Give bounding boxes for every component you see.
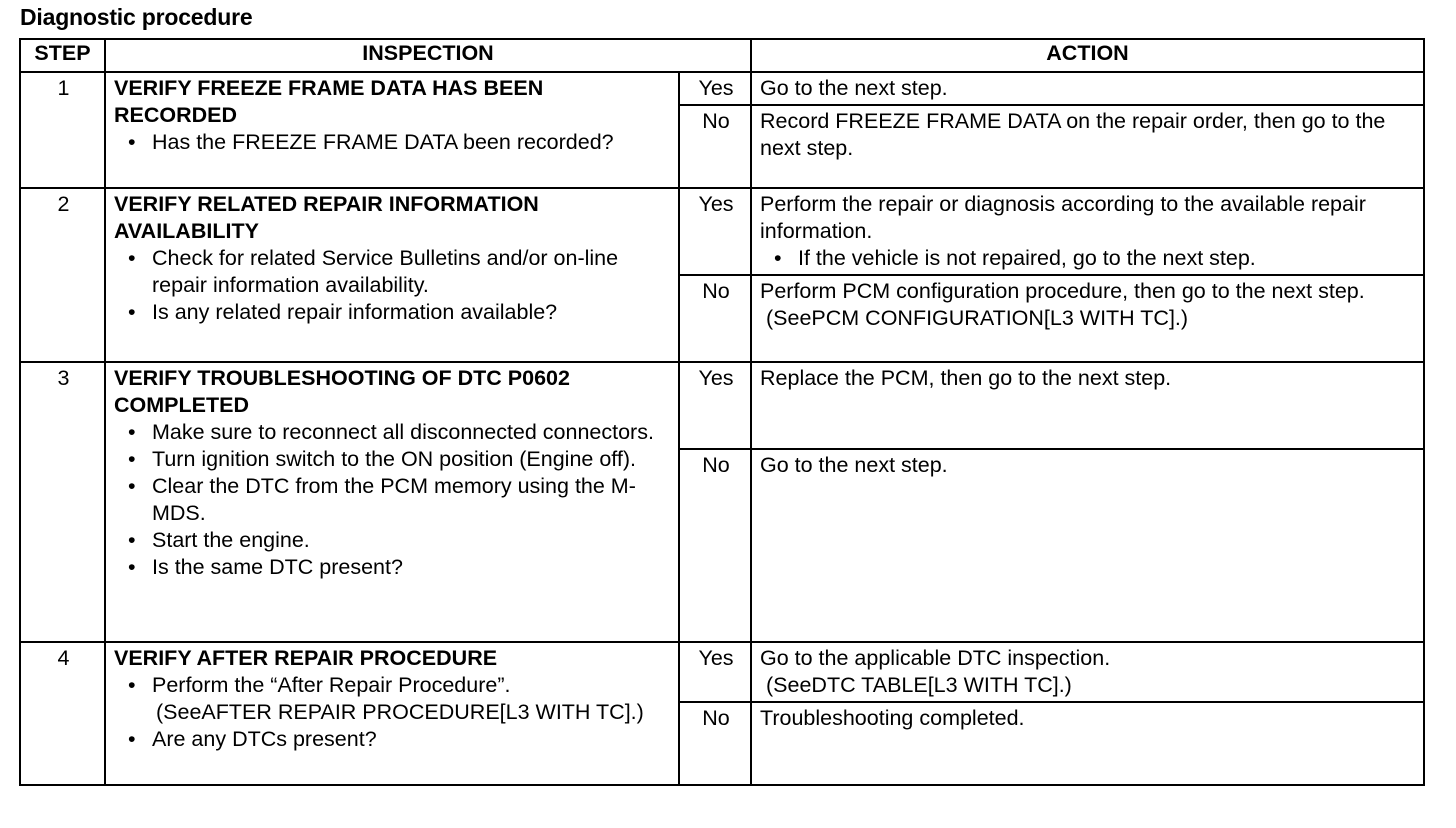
inspection-bullet: Is any related repair information availa… bbox=[114, 299, 672, 326]
yes-action: Go to the next step. bbox=[750, 71, 1425, 106]
inspection-heading: VERIFY AFTER REPAIR PROCEDURE bbox=[114, 646, 498, 670]
inspection-bullet: Is the same DTC present? bbox=[114, 554, 672, 581]
table-row: 4 VERIFY AFTER REPAIR PROCEDURE Perform … bbox=[19, 641, 1425, 786]
table-row: No Troubleshooting completed. bbox=[20, 701, 1425, 786]
yes-label: Yes bbox=[678, 71, 752, 106]
no-action: Record FREEZE FRAME DATA on the repair o… bbox=[750, 104, 1425, 189]
reference-link[interactable]: (SeePCM CONFIGURATION[L3 WITH TC].) bbox=[766, 306, 1189, 330]
header-inspection: INSPECTION bbox=[104, 38, 752, 73]
yes-label: Yes bbox=[678, 187, 752, 276]
inspection-cell: VERIFY RELATED REPAIR INFORMATION AVAILA… bbox=[104, 187, 680, 363]
table-row: No Go to the next step. bbox=[20, 448, 1425, 643]
inspection-bullet-text: Perform the “After Repair Procedure”. bbox=[152, 673, 511, 697]
header-action: ACTION bbox=[750, 38, 1425, 73]
inspection-bullet: Check for related Service Bulletins and/… bbox=[114, 245, 672, 299]
table-row: No Record FREEZE FRAME DATA on the repai… bbox=[20, 104, 1425, 189]
yes-action: Go to the applicable DTC inspection. bbox=[760, 646, 1111, 670]
yes-label: Yes bbox=[678, 641, 752, 703]
table-row: 3 VERIFY TROUBLESHOOTING OF DTC P0602 CO… bbox=[19, 361, 1425, 643]
inspection-bullet: Clear the DTC from the PCM memory using … bbox=[114, 473, 672, 527]
inspection-bullet: Perform the “After Repair Procedure”. (S… bbox=[114, 672, 672, 726]
inspection-bullets: Make sure to reconnect all disconnected … bbox=[114, 419, 672, 581]
inspection-bullet: Has the FREEZE FRAME DATA been recorded? bbox=[114, 129, 672, 156]
yes-action: Perform the repair or diagnosis accordin… bbox=[760, 192, 1366, 243]
yes-action-cell: Go to the applicable DTC inspection. (Se… bbox=[750, 641, 1425, 703]
inspection-bullets: Perform the “After Repair Procedure”. (S… bbox=[114, 672, 672, 753]
action-bullets: If the vehicle is not repaired, go to th… bbox=[760, 245, 1417, 272]
table-row: 2 VERIFY RELATED REPAIR INFORMATION AVAI… bbox=[19, 187, 1425, 363]
no-label: No bbox=[678, 104, 752, 189]
no-action: Perform PCM configuration procedure, the… bbox=[760, 279, 1365, 303]
inspection-cell: VERIFY FREEZE FRAME DATA HAS BEEN RECORD… bbox=[104, 71, 680, 189]
no-label: No bbox=[678, 701, 752, 786]
step-number: 3 bbox=[19, 361, 106, 643]
step-number: 4 bbox=[19, 641, 106, 786]
yes-label: Yes bbox=[678, 361, 752, 450]
inspection-bullets: Has the FREEZE FRAME DATA been recorded? bbox=[114, 129, 672, 156]
no-action-cell: Perform PCM configuration procedure, the… bbox=[750, 274, 1425, 363]
inspection-heading: VERIFY RELATED REPAIR INFORMATION AVAILA… bbox=[114, 192, 539, 243]
reference-link[interactable]: (SeeAFTER REPAIR PROCEDURE[L3 WITH TC].) bbox=[156, 700, 644, 724]
inspection-bullets: Check for related Service Bulletins and/… bbox=[114, 245, 672, 326]
inspection-cell: VERIFY AFTER REPAIR PROCEDURE Perform th… bbox=[104, 641, 680, 786]
inspection-heading: VERIFY FREEZE FRAME DATA HAS BEEN RECORD… bbox=[114, 76, 544, 127]
inspection-bullet: Start the engine. bbox=[114, 527, 672, 554]
yes-action-cell: Perform the repair or diagnosis accordin… bbox=[750, 187, 1425, 276]
table-row: 1 VERIFY FREEZE FRAME DATA HAS BEEN RECO… bbox=[19, 71, 1425, 189]
inspection-heading: VERIFY TROUBLESHOOTING OF DTC P0602 COMP… bbox=[114, 366, 570, 417]
inspection-bullet: Make sure to reconnect all disconnected … bbox=[114, 419, 672, 446]
no-action: Go to the next step. bbox=[750, 448, 1425, 643]
table-header-row: STEP INSPECTION ACTION bbox=[19, 38, 1425, 73]
page-title: Diagnostic procedure bbox=[20, 4, 253, 30]
no-label: No bbox=[678, 448, 752, 643]
no-label: No bbox=[678, 274, 752, 363]
step-number: 1 bbox=[19, 71, 106, 189]
table-row: No Perform PCM configuration procedure, … bbox=[20, 274, 1425, 363]
header-step: STEP bbox=[19, 38, 106, 73]
diagnostic-table: STEP INSPECTION ACTION 1 VERIFY FREEZE F… bbox=[19, 38, 1425, 786]
no-action: Troubleshooting completed. bbox=[750, 701, 1425, 786]
inspection-cell: VERIFY TROUBLESHOOTING OF DTC P0602 COMP… bbox=[104, 361, 680, 643]
reference-link[interactable]: (SeeDTC TABLE[L3 WITH TC].) bbox=[766, 673, 1072, 697]
yes-action: Replace the PCM, then go to the next ste… bbox=[750, 361, 1425, 450]
action-bullet: If the vehicle is not repaired, go to th… bbox=[760, 245, 1417, 272]
inspection-bullet: Turn ignition switch to the ON position … bbox=[114, 446, 672, 473]
inspection-bullet: Are any DTCs present? bbox=[114, 726, 672, 753]
step-number: 2 bbox=[19, 187, 106, 363]
